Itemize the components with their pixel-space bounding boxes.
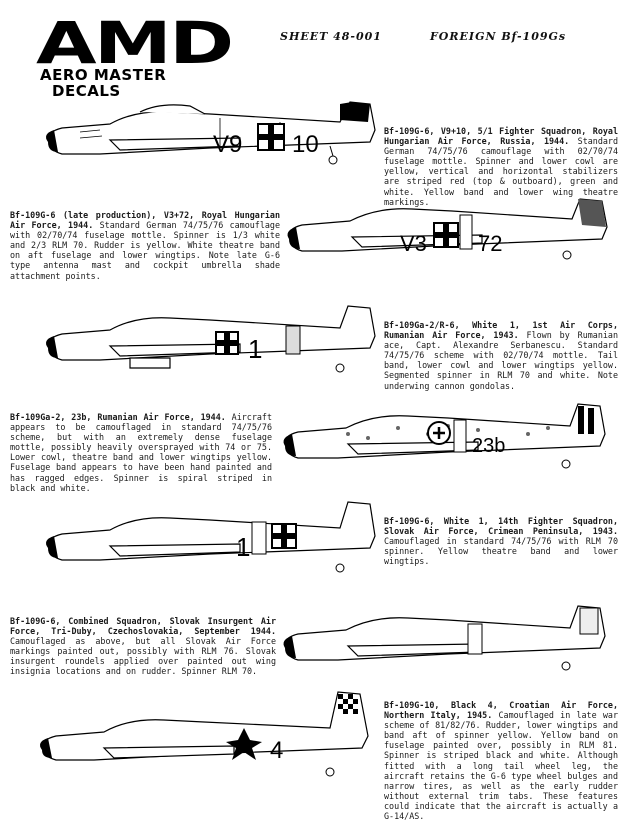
profile-3-description: Bf-109Ga-2/R-6, White 1, 1st Air Corps, … xyxy=(384,320,618,391)
fuselage-code-right: 10 xyxy=(292,131,319,158)
profile-4-description: Bf-109Ga-2, 23b, Rumanian Air Force, 194… xyxy=(10,412,272,493)
fuselage-code: 4 xyxy=(270,737,283,764)
logo-line-aero-master: AERO MASTER xyxy=(40,66,167,84)
fuselage-code-left: V9 xyxy=(213,131,242,158)
fuselage-code: 1 xyxy=(236,532,250,562)
aircraft-profile-7: 4 xyxy=(40,691,369,777)
fuselage-code-right: 72 xyxy=(478,231,502,256)
amd-logo: AMD xyxy=(36,9,234,77)
profile-5-description: Bf-109G-6, White 1, 14th Fighter Squadro… xyxy=(384,516,618,567)
logo-line-decals: DECALS xyxy=(52,82,121,100)
profile-7-description: Bf-109G-10, Black 4, Croatian Air Force,… xyxy=(384,700,618,821)
fuselage-code-left: V3 xyxy=(400,231,427,256)
sheet-series: FOREIGN Bf-109Gs xyxy=(430,30,567,43)
aircraft-profile-1: V9 10 xyxy=(46,101,376,165)
aircraft-profile-5: 1 xyxy=(46,501,376,573)
profile-1-description: Bf-109G-6, V9+10, 5/1 Fighter Squadron, … xyxy=(384,126,618,207)
aircraft-profile-2: V3 72 xyxy=(287,198,608,260)
fuselage-code: 23b xyxy=(472,435,505,457)
profile-6-description: Bf-109G-6, Combined Squadron, Slovak Ins… xyxy=(10,616,276,677)
aircraft-profile-3: 1 xyxy=(46,305,376,373)
fuselage-code: 1 xyxy=(248,334,262,364)
profile-2-description: Bf-109G-6 (late production), V3+72, Roya… xyxy=(10,210,280,281)
aircraft-profile-6 xyxy=(283,605,606,671)
aircraft-profile-4: 23b xyxy=(283,403,606,469)
sheet-number: SHEET 48-001 xyxy=(280,30,382,43)
